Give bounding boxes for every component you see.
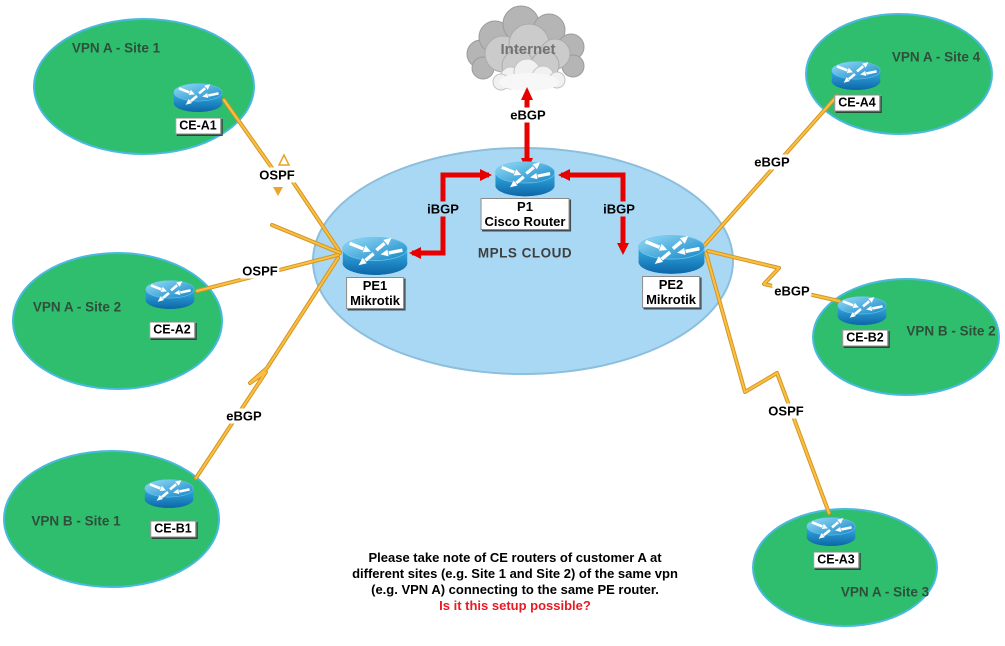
router-tag-ce-a1: CE-A1 xyxy=(175,117,221,135)
site-title-vpn-a-site-4: VPN A - Site 4 xyxy=(891,49,981,65)
link-label-ibgp-right: iBGP xyxy=(601,201,637,217)
router-ce-b1 xyxy=(143,478,195,510)
router-ce-a3 xyxy=(805,516,857,548)
router-pe2 xyxy=(636,233,707,276)
link-label-ebgp-internet: eBGP xyxy=(508,107,548,123)
internet-label: Internet xyxy=(500,41,555,58)
note-line-2: different sites (e.g. Site 1 and Site 2)… xyxy=(352,566,678,581)
pe1-name: PE1 xyxy=(362,278,388,293)
site-title-vpn-a-site-3: VPN A - Site 3 xyxy=(840,584,930,600)
router-tag-pe1: PE1 Mikrotik xyxy=(346,277,404,309)
router-tag-ce-b1: CE-B1 xyxy=(150,520,196,538)
p1-platform: Cisco Router xyxy=(484,214,566,229)
router-ce-a2 xyxy=(144,279,196,311)
router-tag-p1: P1 Cisco Router xyxy=(480,198,570,230)
link-label-ibgp-left: iBGP xyxy=(425,201,461,217)
link-label-ebgp-ce-a4: eBGP xyxy=(752,154,792,170)
site-ellipse-vpn-a-site-1 xyxy=(33,18,255,155)
site-ellipse-vpn-a-site-2 xyxy=(12,252,223,390)
pe2-platform: Mikrotik xyxy=(646,292,696,307)
note-line-3: (e.g. VPN A) connecting to the same PE r… xyxy=(371,582,659,597)
p1-name: P1 xyxy=(517,199,533,214)
pe1-platform: Mikrotik xyxy=(350,293,400,308)
site-title-vpn-b-site-2: VPN B - Site 2 xyxy=(906,323,996,339)
router-p1 xyxy=(493,160,557,198)
note-question: Is it this setup possible? xyxy=(439,598,591,613)
mpls-cloud-label: MPLS CLOUD xyxy=(477,245,573,261)
ospf-arrowhead-up xyxy=(277,153,291,166)
router-ce-a1 xyxy=(172,82,224,114)
link-label-ebgp-ce-b1: eBGP xyxy=(224,408,264,424)
router-tag-pe2: PE2 Mikrotik xyxy=(642,276,700,308)
link-label-ebgp-ce-b2: eBGP xyxy=(772,283,812,299)
router-tag-ce-b2: CE-B2 xyxy=(842,329,888,347)
pe2-name: PE2 xyxy=(658,277,684,292)
router-tag-ce-a3: CE-A3 xyxy=(813,551,859,569)
site-title-vpn-a-site-1: VPN A - Site 1 xyxy=(71,40,161,56)
router-ce-a4 xyxy=(830,60,882,92)
router-ce-b2 xyxy=(836,295,888,327)
link-label-ospf-ce-a3: OSPF xyxy=(766,403,806,419)
ospf-arrowhead-down xyxy=(273,187,283,196)
link-label-ospf-ce-a1: OSPF xyxy=(257,167,297,183)
router-tag-ce-a2: CE-A2 xyxy=(149,321,195,339)
site-ellipse-vpn-b-site-1 xyxy=(3,450,220,588)
site-title-vpn-b-site-1: VPN B - Site 1 xyxy=(31,513,121,529)
note-line-1: Please take note of CE routers of custom… xyxy=(368,550,662,565)
internet-cloud-icon: Internet xyxy=(466,5,585,91)
link-ce-b1-pe1-lightning xyxy=(194,256,340,480)
router-pe1 xyxy=(341,235,409,277)
site-title-vpn-a-site-2: VPN A - Site 2 xyxy=(32,299,122,315)
note-block: Please take note of CE routers of custom… xyxy=(315,550,715,614)
link-label-ospf-ce-a2: OSPF xyxy=(240,263,280,279)
router-tag-ce-a4: CE-A4 xyxy=(834,94,880,112)
